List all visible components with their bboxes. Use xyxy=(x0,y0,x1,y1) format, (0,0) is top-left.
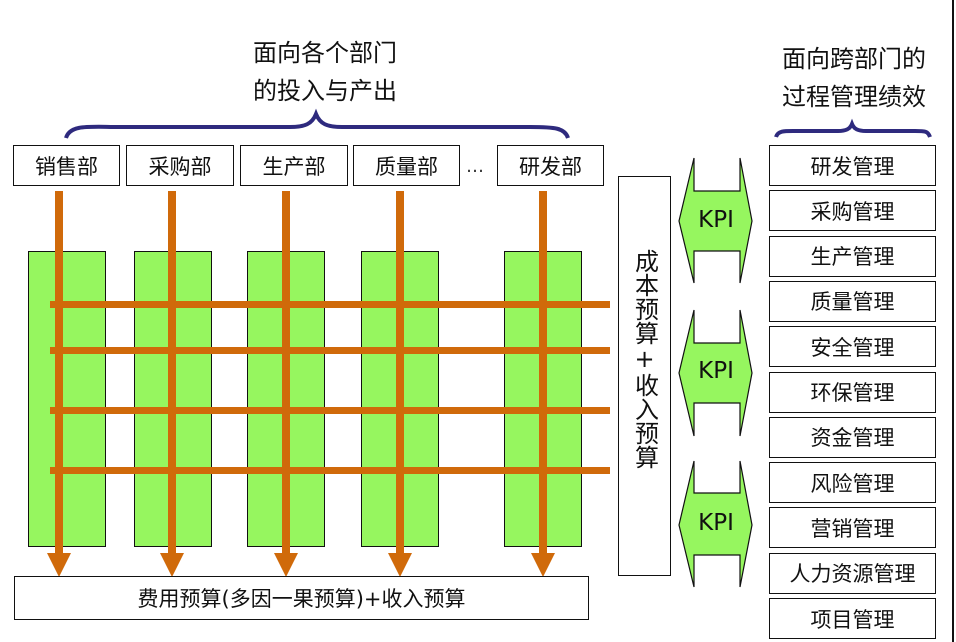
down-arrowhead xyxy=(160,553,184,577)
process-label: 营销管理 xyxy=(810,516,895,541)
process-label: 风险管理 xyxy=(810,471,895,496)
vertical-flow-line xyxy=(282,191,290,556)
left-title: 面向各个部门 的投入与产出 xyxy=(200,34,450,110)
left-title-line-2: 的投入与产出 xyxy=(253,77,397,105)
down-arrowhead xyxy=(47,553,71,577)
bottom-budget-box: 费用预算(多因一果预算)+收入预算 xyxy=(14,576,589,620)
right-title: 面向跨部门的 过程管理绩效 xyxy=(766,40,942,116)
process-label: 项目管理 xyxy=(810,607,895,632)
process-box: 生产管理 xyxy=(769,235,936,277)
department-label: 采购部 xyxy=(148,154,212,179)
ellipsis: … xyxy=(466,156,484,177)
department-column xyxy=(28,251,106,547)
kpi-label-1: KPI xyxy=(698,207,734,233)
process-label: 生产管理 xyxy=(810,245,895,270)
process-label: 资金管理 xyxy=(810,426,895,451)
down-arrowhead xyxy=(388,553,412,577)
left-title-line-1: 面向各个部门 xyxy=(253,39,397,67)
right-edge-line xyxy=(952,0,954,642)
down-arrowhead xyxy=(274,553,298,577)
kpi-label-2: KPI xyxy=(698,358,734,384)
horizontal-flow-line xyxy=(50,347,610,354)
department-box: 研发部 xyxy=(497,145,604,186)
process-label: 采购管理 xyxy=(810,199,895,224)
process-box: 研发管理 xyxy=(769,145,936,186)
cost-income-budget-box: 成本预算+收入预算 xyxy=(618,176,671,576)
down-arrowhead xyxy=(531,553,555,577)
cost-income-budget-label: 成本预算+收入预算 xyxy=(630,249,659,469)
department-box: 质量部 xyxy=(353,145,460,186)
right-title-line-2: 过程管理绩效 xyxy=(782,83,926,111)
department-label: 质量部 xyxy=(375,154,438,179)
vertical-flow-line xyxy=(168,191,176,556)
vertical-flow-line xyxy=(539,191,547,556)
process-label: 质量管理 xyxy=(810,290,895,315)
process-label: 安全管理 xyxy=(810,335,895,360)
process-box: 安全管理 xyxy=(769,326,936,368)
process-box: 风险管理 xyxy=(769,462,936,504)
horizontal-flow-line xyxy=(50,407,610,414)
right-title-line-1: 面向跨部门的 xyxy=(782,45,926,73)
department-label: 研发部 xyxy=(519,154,582,179)
left-brace xyxy=(64,108,570,139)
vertical-flow-line xyxy=(55,191,63,556)
horizontal-flow-line xyxy=(50,467,610,474)
department-box: 生产部 xyxy=(240,145,348,186)
process-box: 采购管理 xyxy=(769,190,936,232)
process-label: 研发管理 xyxy=(810,154,895,179)
process-label: 环保管理 xyxy=(810,381,895,405)
horizontal-flow-line xyxy=(50,301,610,308)
department-box: 采购部 xyxy=(126,145,234,186)
process-box: 质量管理 xyxy=(769,280,936,322)
vertical-flow-line xyxy=(396,191,404,556)
kpi-double-arrow xyxy=(678,309,753,437)
process-box: 资金管理 xyxy=(769,416,936,458)
process-label: 人力资源管理 xyxy=(789,562,916,587)
process-box: 环保管理 xyxy=(769,371,936,413)
right-brace xyxy=(774,118,932,138)
process-box: 营销管理 xyxy=(769,507,936,549)
department-label: 生产部 xyxy=(262,154,326,179)
department-label: 销售部 xyxy=(35,154,98,179)
department-box: 销售部 xyxy=(13,145,120,186)
process-box: 人力资源管理 xyxy=(769,552,936,594)
kpi-double-arrow xyxy=(678,460,753,588)
kpi-label-3: KPI xyxy=(698,510,734,536)
kpi-double-arrow xyxy=(678,157,753,284)
bottom-budget-label: 费用预算(多因一果预算)+收入预算 xyxy=(137,587,466,611)
process-box: 项目管理 xyxy=(769,598,936,639)
